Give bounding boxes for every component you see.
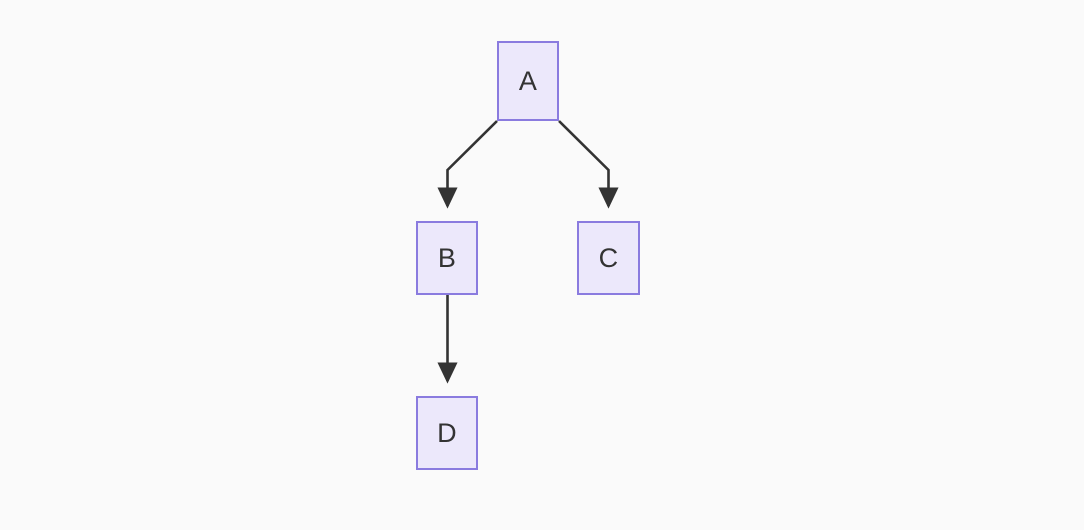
- edge-a-to-c: [558, 120, 619, 209]
- graph-node-a[interactable]: A: [497, 41, 559, 121]
- graph-node-label: B: [437, 242, 457, 273]
- graph-node-label: D: [437, 417, 457, 448]
- graph-node-d[interactable]: D: [416, 396, 478, 470]
- edge-a-to-b: [437, 120, 498, 209]
- graph-node-b[interactable]: B: [416, 221, 478, 295]
- graph-node-c[interactable]: C: [577, 221, 640, 295]
- graph-node-label: C: [598, 242, 619, 273]
- graph-node-label: A: [518, 65, 538, 96]
